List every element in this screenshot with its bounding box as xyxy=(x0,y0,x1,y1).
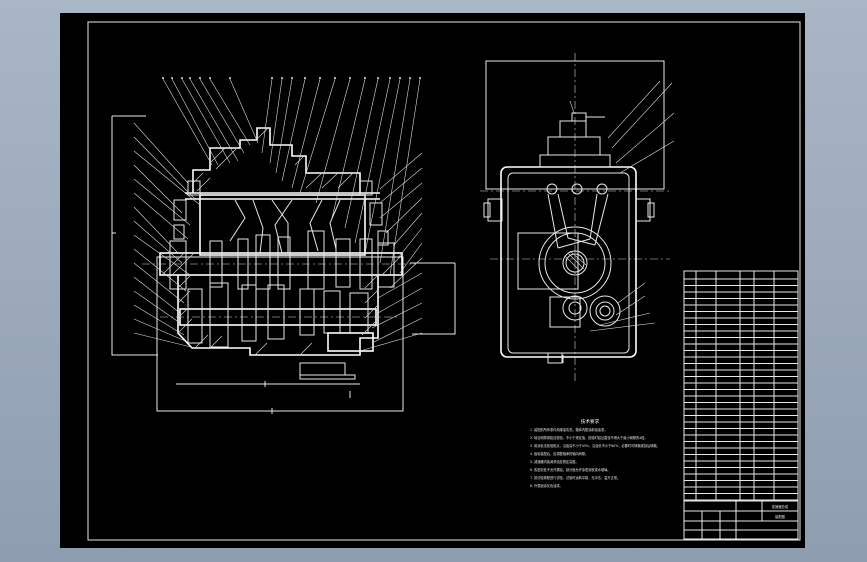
tech-req-line: 8. 外表面涂灰色油漆。 xyxy=(530,483,563,488)
tech-req-line: 7. 按试验规程进行试验，试验时运转平稳、无冲击，温升正常。 xyxy=(530,475,620,480)
parts-list xyxy=(683,270,799,540)
tech-req-line: 5. 减速器内装润滑油至规定高度。 xyxy=(530,459,579,464)
tech-req-line: 6. 各密封处不允许漏油，剖分面允许涂密封胶或水玻璃。 xyxy=(530,467,611,472)
title-block: 变速器总成 装配图 xyxy=(684,500,798,539)
side-section-view xyxy=(480,53,675,383)
assembly-drawing: 技术要求 1. 装配前所有零件用煤油清洗，箱体内壁涂耐油油漆。 2. 啮合侧隙用… xyxy=(87,21,801,541)
cad-viewport[interactable]: 技术要求 1. 装配前所有零件用煤油清洗，箱体内壁涂耐油油漆。 2. 啮合侧隙用… xyxy=(60,13,805,548)
tech-req-line: 1. 装配前所有零件用煤油清洗，箱体内壁涂耐油油漆。 xyxy=(530,427,607,432)
title-block-code: 装配图 xyxy=(775,514,786,519)
front-section-view xyxy=(111,77,456,414)
tech-req-line: 3. 用涂色法检验斑点，沿齿高不小于45%，沿齿长不小于60%，必要时可研磨或刮… xyxy=(530,443,660,448)
tech-req-line: 2. 啮合侧隙用铅丝检验，不小于规定值，检验时铅丝直径不得大于最小侧隙的4倍。 xyxy=(530,435,648,440)
tech-req-line: 4. 齿轮装配后，应调整轴承的轴向间隙。 xyxy=(530,451,588,456)
drawing-border xyxy=(87,21,801,541)
title-block-name: 变速器总成 xyxy=(772,504,789,509)
technical-requirements: 技术要求 1. 装配前所有零件用煤油清洗，箱体内壁涂耐油油漆。 2. 啮合侧隙用… xyxy=(530,418,660,488)
tech-req-heading: 技术要求 xyxy=(581,418,600,425)
